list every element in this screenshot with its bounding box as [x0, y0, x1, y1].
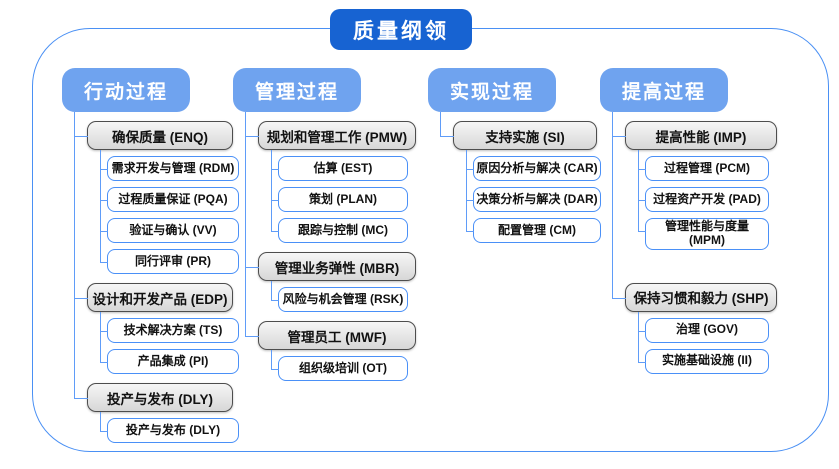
- process-item: 治理 (GOV): [638, 311, 777, 349]
- item-box: 需求开发与管理 (RDM): [107, 156, 239, 181]
- item-box: 估算 (EST): [278, 156, 408, 181]
- column-header: 实现过程: [428, 68, 556, 112]
- process-group: 规划和管理工作 (PMW) 估算 (EST) 策划 (PLAN) 跟踪与控制 (MC): [245, 112, 416, 252]
- group-children: 需求开发与管理 (RDM) 过程质量保证 (PQA) 验证与确认 (VV) 同行评审 …: [100, 150, 239, 274]
- process-item: 风险与机会管理 (RSK): [271, 281, 416, 312]
- process-item: 配置管理 (CM): [466, 212, 601, 243]
- column-header: 行动过程: [62, 68, 190, 112]
- process-column-1: 行动过程确保质量 (ENQ) 需求开发与管理 (RDM) 过程质量保证 (PQA) 验…: [62, 68, 239, 443]
- item-box: 投产与发布 (DLY): [107, 418, 239, 443]
- group-box: 支持实施 (SI): [453, 121, 597, 150]
- column-groups: 确保质量 (ENQ) 需求开发与管理 (RDM) 过程质量保证 (PQA) 验证与确认…: [74, 112, 239, 443]
- process-column-3: 实现过程支持实施 (SI) 原因分析与解决 (CAR) 决策分析与解决 (DAR) 配…: [428, 68, 601, 243]
- process-item: 实施基础设施 (II): [638, 342, 777, 374]
- process-column-4: 提高过程提高性能 (IMP) 过程管理 (PCM) 过程资产开发 (PAD) 管理性能…: [600, 68, 777, 374]
- item-box: 原因分析与解决 (CAR): [473, 156, 601, 181]
- group-box: 保持习惯和毅力 (SHP): [625, 282, 777, 312]
- item-box: 策划 (PLAN): [278, 187, 408, 212]
- process-item: 验证与确认 (VV): [100, 212, 239, 249]
- item-box: 过程质量保证 (PQA): [107, 187, 239, 212]
- group-children: 技术解决方案 (TS) 产品集成 (PI): [100, 312, 239, 374]
- item-box: 技术解决方案 (TS): [107, 318, 239, 343]
- column-header: 提高过程: [600, 68, 728, 112]
- group-box: 投产与发布 (DLY): [87, 383, 233, 412]
- item-box: 过程资产开发 (PAD): [645, 187, 769, 212]
- process-item: 技术解决方案 (TS): [100, 312, 239, 349]
- process-item: 产品集成 (PI): [100, 343, 239, 374]
- group-box: 确保质量 (ENQ): [87, 121, 233, 150]
- process-group: 确保质量 (ENQ) 需求开发与管理 (RDM) 过程质量保证 (PQA) 验证与确认…: [74, 112, 239, 283]
- item-box: 管理性能与度量 (MPM): [645, 218, 769, 250]
- process-item: 原因分析与解决 (CAR): [466, 150, 601, 187]
- group-box: 管理业务弹性 (MBR): [258, 252, 416, 281]
- process-item: 过程管理 (PCM): [638, 150, 777, 187]
- group-children: 组织级培训 (OT): [271, 350, 416, 381]
- group-children: 投产与发布 (DLY): [100, 412, 239, 443]
- process-group: 管理员工 (MWF) 组织级培训 (OT): [245, 312, 416, 381]
- item-box: 过程管理 (PCM): [645, 156, 769, 181]
- group-children: 治理 (GOV) 实施基础设施 (II): [638, 311, 777, 374]
- item-box: 组织级培训 (OT): [278, 356, 408, 381]
- process-item: 决策分析与解决 (DAR): [466, 181, 601, 218]
- group-children: 估算 (EST) 策划 (PLAN) 跟踪与控制 (MC): [271, 150, 416, 243]
- process-item: 过程质量保证 (PQA): [100, 181, 239, 218]
- process-item: 需求开发与管理 (RDM): [100, 150, 239, 187]
- group-box: 设计和开发产品 (EDP): [87, 283, 233, 312]
- item-box: 产品集成 (PI): [107, 349, 239, 374]
- item-box: 风险与机会管理 (RSK): [278, 287, 408, 312]
- process-item: 管理性能与度量 (MPM): [638, 212, 777, 250]
- process-item: 策划 (PLAN): [271, 181, 416, 218]
- item-box: 同行评审 (PR): [107, 249, 239, 274]
- process-group: 支持实施 (SI) 原因分析与解决 (CAR) 决策分析与解决 (DAR) 配置管理 …: [440, 112, 601, 243]
- group-box: 提高性能 (IMP): [625, 121, 777, 150]
- process-item: 投产与发布 (DLY): [100, 412, 239, 443]
- process-item: 过程资产开发 (PAD): [638, 181, 777, 218]
- item-box: 治理 (GOV): [645, 317, 769, 343]
- item-box: 实施基础设施 (II): [645, 348, 769, 374]
- process-group: 设计和开发产品 (EDP) 技术解决方案 (TS) 产品集成 (PI): [74, 274, 239, 383]
- process-column-2: 管理过程规划和管理工作 (PMW) 估算 (EST) 策划 (PLAN) 跟踪与控制 …: [233, 68, 416, 381]
- column-groups: 提高性能 (IMP) 过程管理 (PCM) 过程资产开发 (PAD) 管理性能与度量 …: [612, 112, 777, 374]
- item-box: 跟踪与控制 (MC): [278, 218, 408, 243]
- column-groups: 规划和管理工作 (PMW) 估算 (EST) 策划 (PLAN) 跟踪与控制 (MC)…: [245, 112, 416, 381]
- column-groups: 支持实施 (SI) 原因分析与解决 (CAR) 决策分析与解决 (DAR) 配置管理 …: [440, 112, 601, 243]
- group-children: 过程管理 (PCM) 过程资产开发 (PAD) 管理性能与度量 (MPM): [638, 150, 777, 250]
- diagram-title: 质量纲领: [330, 9, 472, 50]
- process-group: 管理业务弹性 (MBR) 风险与机会管理 (RSK): [245, 243, 416, 321]
- item-box: 验证与确认 (VV): [107, 218, 239, 243]
- process-group: 提高性能 (IMP) 过程管理 (PCM) 过程资产开发 (PAD) 管理性能与度量 …: [612, 112, 777, 283]
- group-box: 管理员工 (MWF): [258, 321, 416, 350]
- process-group: 投产与发布 (DLY) 投产与发布 (DLY): [74, 374, 239, 443]
- process-item: 同行评审 (PR): [100, 243, 239, 274]
- process-item: 组织级培训 (OT): [271, 350, 416, 381]
- group-children: 原因分析与解决 (CAR) 决策分析与解决 (DAR) 配置管理 (CM): [466, 150, 601, 243]
- group-box: 规划和管理工作 (PMW): [258, 121, 416, 150]
- group-children: 风险与机会管理 (RSK): [271, 281, 416, 312]
- process-group: 保持习惯和毅力 (SHP) 治理 (GOV) 实施基础设施 (II): [612, 249, 777, 374]
- column-header: 管理过程: [233, 68, 361, 112]
- item-box: 配置管理 (CM): [473, 218, 601, 243]
- process-item: 估算 (EST): [271, 150, 416, 187]
- item-box: 决策分析与解决 (DAR): [473, 187, 601, 212]
- process-item: 跟踪与控制 (MC): [271, 212, 416, 243]
